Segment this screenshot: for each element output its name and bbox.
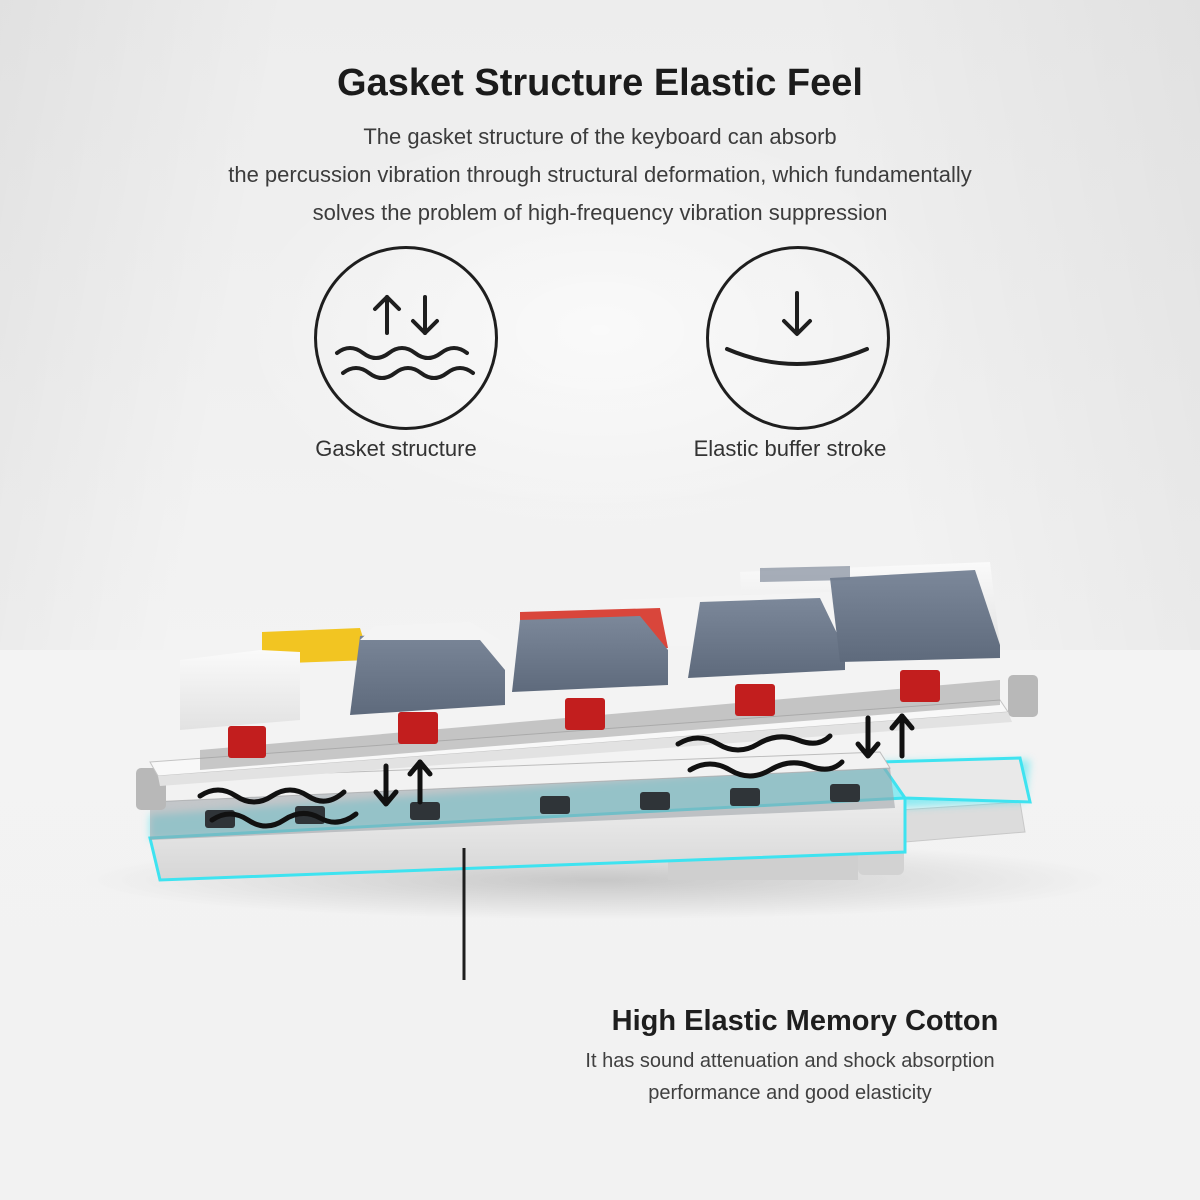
description-line: the percussion vibration through structu… bbox=[228, 162, 972, 187]
description-line: The gasket structure of the keyboard can… bbox=[363, 124, 837, 149]
feature-label-elastic-buffer: Elastic buffer stroke bbox=[693, 436, 887, 461]
waves-with-arrows-icon bbox=[314, 246, 498, 430]
side-clip-right bbox=[1008, 675, 1038, 717]
callout-leader-line bbox=[462, 848, 466, 980]
arrows-overlay-right bbox=[855, 713, 915, 759]
callout-title: High Elastic Memory Cotton bbox=[611, 1005, 999, 1037]
wave-overlay-right bbox=[675, 733, 845, 779]
keycap-white-left bbox=[180, 650, 300, 730]
top-plate-edge bbox=[158, 712, 1012, 786]
keycap-gray-2 bbox=[512, 616, 668, 692]
callout-description: It has sound attenuation and shock absor… bbox=[520, 1045, 1060, 1109]
foam-right bbox=[877, 756, 1032, 804]
keycap-stripe bbox=[760, 566, 850, 582]
keyboard-cross-section-illustration bbox=[80, 562, 1120, 980]
description-line: solves the problem of high-frequency vib… bbox=[312, 200, 888, 225]
keycap-gray-3 bbox=[688, 598, 845, 678]
page-title: Gasket Structure Elastic Feel bbox=[337, 62, 863, 104]
wave-overlay-left bbox=[197, 787, 359, 829]
press-down-curve-icon bbox=[706, 246, 890, 430]
background-shadow bbox=[0, 0, 1200, 650]
arrows-overlay-left bbox=[373, 759, 433, 807]
keycap-white-top-1 bbox=[360, 622, 500, 640]
callout-line: It has sound attenuation and shock absor… bbox=[585, 1050, 995, 1072]
callout-line: performance and good elasticity bbox=[648, 1082, 932, 1104]
red-switch-stems bbox=[228, 670, 940, 758]
page-description: The gasket structure of the keyboard can… bbox=[150, 118, 1050, 232]
keycap-gray-1 bbox=[350, 628, 505, 715]
keycap-gray-4 bbox=[830, 570, 1000, 662]
feature-label-gasket: Gasket structure bbox=[315, 436, 477, 461]
